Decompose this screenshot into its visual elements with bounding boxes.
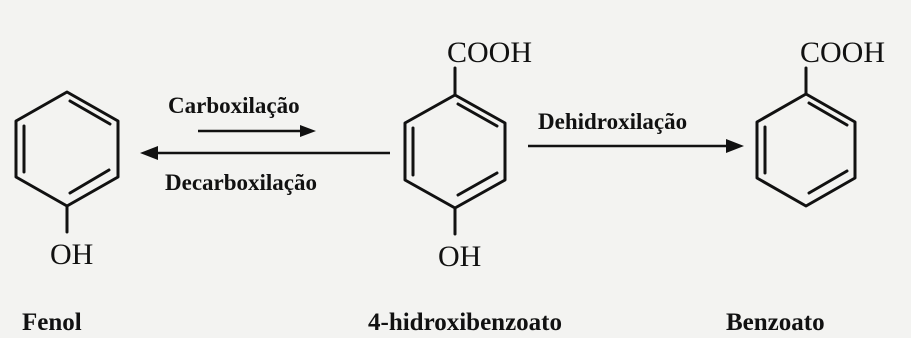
- dehydroxylation-arrow: [528, 139, 744, 153]
- decarboxylation-arrow: [140, 146, 390, 160]
- hidroxibenzoato-double-bond: [456, 102, 499, 128]
- hidroxibenzoato-double-bond: [456, 171, 499, 197]
- carboxylation-arrow: [198, 125, 316, 137]
- fenol-double-bond: [68, 168, 111, 195]
- carboxylation-label: Carboxilação: [168, 93, 300, 118]
- hidroxibenzoato-caption: 4-hidroxibenzoato: [368, 309, 562, 336]
- fenol-double-bond: [68, 99, 112, 126]
- benzoato-benzene-ring: [755, 92, 857, 208]
- hidroxibenzoato-cooh-label: COOH: [447, 36, 532, 69]
- benzoato-cooh-label: COOH: [800, 36, 885, 69]
- hidroxibenzoato-benzene-ring: [403, 93, 507, 210]
- fenol-molecule: OH: [14, 90, 120, 271]
- fenol-benzene-ring: [14, 90, 120, 208]
- hidroxibenzoato-oh-label: OH: [438, 240, 481, 273]
- benzoato-molecule: COOH: [755, 36, 885, 208]
- hidroxibenzoato-molecule: COOH OH: [403, 36, 532, 273]
- fenol-caption: Fenol: [22, 309, 82, 336]
- fenol-oh-label: OH: [50, 238, 93, 271]
- benzoato-double-bond: [807, 169, 849, 195]
- decarboxylation-label: Decarboxilação: [165, 170, 317, 195]
- benzoato-caption: Benzoato: [726, 309, 825, 336]
- benzoato-double-bond: [807, 101, 849, 127]
- dehydroxylation-label: Dehidroxilação: [538, 109, 687, 134]
